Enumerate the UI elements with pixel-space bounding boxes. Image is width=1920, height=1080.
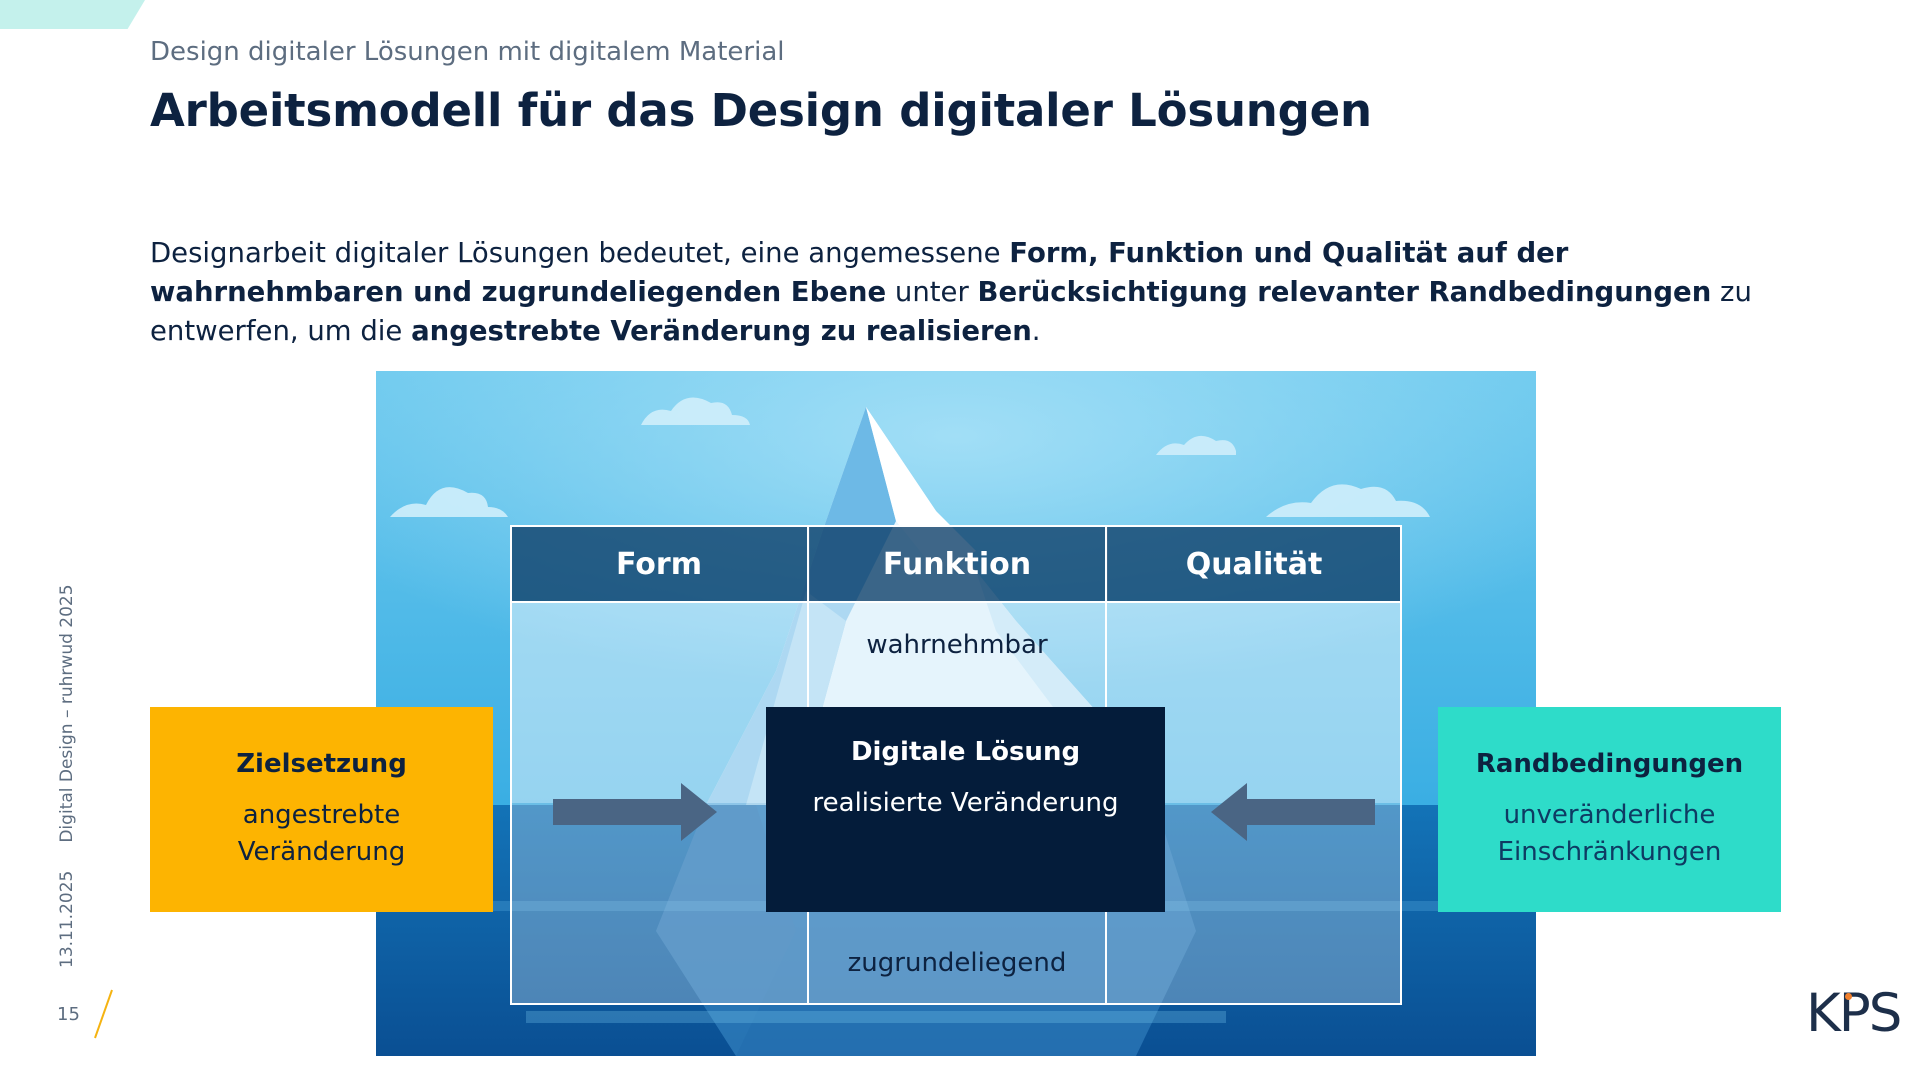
constraints-line-2: Einschränkungen	[1497, 836, 1722, 867]
arrow-left-icon	[1211, 783, 1375, 841]
goal-line-2: Veränderung	[237, 836, 406, 867]
level-label-bottom: zugrundeliegend	[847, 948, 1067, 978]
grid-header-divider	[510, 601, 1402, 603]
column-header-qualitaet: Qualität	[1106, 525, 1402, 603]
logo-text: KPS	[1806, 983, 1902, 1044]
intro-paragraph: Designarbeit digitaler Lösungen bedeutet…	[150, 234, 1790, 351]
intro-bold-2: Berücksichtigung relevanter Randbedingun…	[977, 276, 1712, 308]
footer-course: Digital Design – ruhrwud 2025	[57, 584, 77, 843]
digital-solution-title: Digitale Lösung	[850, 737, 1081, 767]
level-label-top: wahrnehmbar	[866, 630, 1048, 660]
footer-date: 13.11.2025	[57, 870, 77, 968]
grid-border	[510, 525, 1402, 1005]
intro-text-3: zu entwerfen, um die	[150, 276, 1752, 347]
goal-line-1: angestrebte	[242, 799, 401, 830]
constraints-title: Randbedingungen	[1475, 748, 1744, 779]
slide-title: Arbeitsmodell für das Design digitaler L…	[150, 84, 1372, 137]
kps-logo: KPS	[1806, 986, 1906, 1042]
intro-text-4: .	[1031, 315, 1041, 347]
intro-text-1: Designarbeit digitaler Lösungen bedeutet…	[150, 237, 1010, 269]
arrow-right-icon	[553, 783, 717, 841]
digital-solution-box: Digitale Lösung realisierte Veränderung	[766, 707, 1165, 912]
logo-dot-icon	[1845, 993, 1852, 1000]
intro-bold-1: Form, Funktion und Qualität auf der wahr…	[150, 237, 1569, 308]
goal-box: Zielsetzung angestrebte Veränderung	[150, 707, 493, 912]
goal-title: Zielsetzung	[236, 748, 407, 779]
column-header-form: Form	[510, 525, 810, 603]
intro-bold-3: angestrebte Veränderung zu realisieren	[411, 315, 1032, 347]
corner-accent	[0, 0, 145, 29]
intro-text-2: unter	[886, 276, 978, 308]
digital-solution-line: realisierte Veränderung	[812, 788, 1119, 818]
slide-subtitle: Design digitaler Lösungen mit digitalem …	[150, 37, 785, 67]
side-footer: 13.11.2025 Digital Design – ruhrwud 2025	[57, 548, 85, 968]
constraints-line-1: unveränderliche	[1503, 799, 1716, 830]
constraints-box: Randbedingungen unveränderliche Einschrä…	[1438, 707, 1781, 912]
page-number: 15	[57, 1004, 80, 1025]
slash-accent-icon	[94, 989, 113, 1039]
